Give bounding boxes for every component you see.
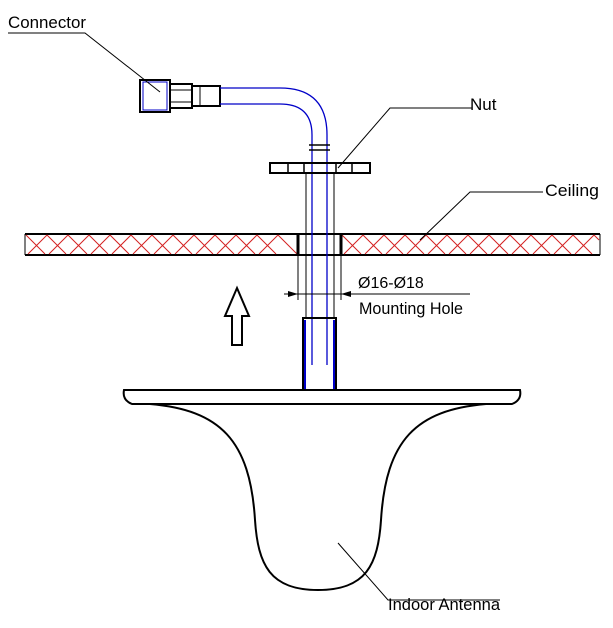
hatch-line bbox=[69, 234, 90, 255]
hatch-line bbox=[593, 234, 600, 241]
hatch-line bbox=[404, 234, 425, 255]
connector bbox=[139, 79, 221, 113]
hatch-line bbox=[469, 234, 490, 255]
hatch-line bbox=[532, 234, 553, 255]
up-arrow-icon bbox=[223, 285, 251, 346]
hatch-line bbox=[572, 234, 593, 255]
hatch-line bbox=[574, 234, 595, 255]
hatch-line bbox=[258, 234, 279, 255]
hatch-line bbox=[427, 234, 448, 255]
hatch-line bbox=[25, 234, 46, 255]
hatch-line bbox=[153, 234, 174, 255]
hatch-line bbox=[448, 234, 469, 255]
hatch-line bbox=[174, 234, 195, 255]
ceiling-board bbox=[24, 233, 601, 256]
hatch-line bbox=[109, 234, 130, 255]
hatch-line bbox=[509, 234, 530, 255]
label-nut: Nut bbox=[337, 95, 497, 169]
hatch-line bbox=[425, 234, 446, 255]
hatch-line bbox=[511, 234, 532, 255]
hatch-line bbox=[446, 234, 467, 255]
hatch-line bbox=[530, 234, 551, 255]
hatch-line bbox=[216, 234, 237, 255]
hatch-line bbox=[488, 234, 509, 255]
hatch-line bbox=[490, 234, 511, 255]
hatch-line bbox=[553, 234, 574, 255]
nut bbox=[269, 162, 371, 174]
label-ceiling: Ceiling bbox=[419, 181, 599, 241]
hatch-line bbox=[343, 234, 364, 255]
hatch-line bbox=[151, 234, 172, 255]
hatch-line bbox=[551, 234, 572, 255]
hole-size-label: Ø16-Ø18 bbox=[358, 275, 424, 292]
hatch-line bbox=[67, 234, 88, 255]
hatch-line bbox=[90, 234, 111, 255]
hatch-line bbox=[277, 234, 298, 255]
hatch-line bbox=[237, 234, 258, 255]
hatch-line bbox=[383, 234, 404, 255]
hatch-line bbox=[467, 234, 488, 255]
hatch-line bbox=[195, 234, 216, 255]
ceiling-label: Ceiling bbox=[545, 181, 599, 200]
hatch-line bbox=[364, 234, 385, 255]
ceiling-hatch-right bbox=[341, 234, 600, 255]
antenna-body bbox=[122, 389, 522, 592]
hatch-line bbox=[132, 234, 153, 255]
hatch-line bbox=[193, 234, 214, 255]
antenna-stem bbox=[302, 317, 337, 391]
hatch-line bbox=[214, 234, 235, 255]
hatch-line bbox=[256, 234, 277, 255]
hatch-line bbox=[111, 234, 132, 255]
label-connector: Connector bbox=[8, 13, 161, 93]
ceiling-hatch-left bbox=[25, 234, 298, 255]
hatch-line bbox=[406, 234, 427, 255]
mounting-hole-label: Mounting Hole bbox=[359, 299, 463, 318]
hatch-line bbox=[235, 234, 256, 255]
hatch-line bbox=[130, 234, 151, 255]
hatch-line bbox=[27, 234, 48, 255]
hatch-line bbox=[46, 234, 67, 255]
mounting-hole-dimension: Ø16-Ø18 Mounting Hole bbox=[284, 255, 470, 318]
connector-label: Connector bbox=[8, 13, 86, 32]
hatch-line bbox=[172, 234, 193, 255]
hatch-line bbox=[341, 234, 362, 255]
hatch-line bbox=[385, 234, 406, 255]
nut-label: Nut bbox=[470, 95, 497, 114]
hatch-line bbox=[88, 234, 109, 255]
cable bbox=[220, 87, 335, 365]
label-indoor-antenna: Indoor Antenna bbox=[337, 542, 501, 614]
indoor-antenna-label: Indoor Antenna bbox=[388, 595, 501, 614]
hatch-line bbox=[362, 234, 383, 255]
hatch-line bbox=[48, 234, 69, 255]
